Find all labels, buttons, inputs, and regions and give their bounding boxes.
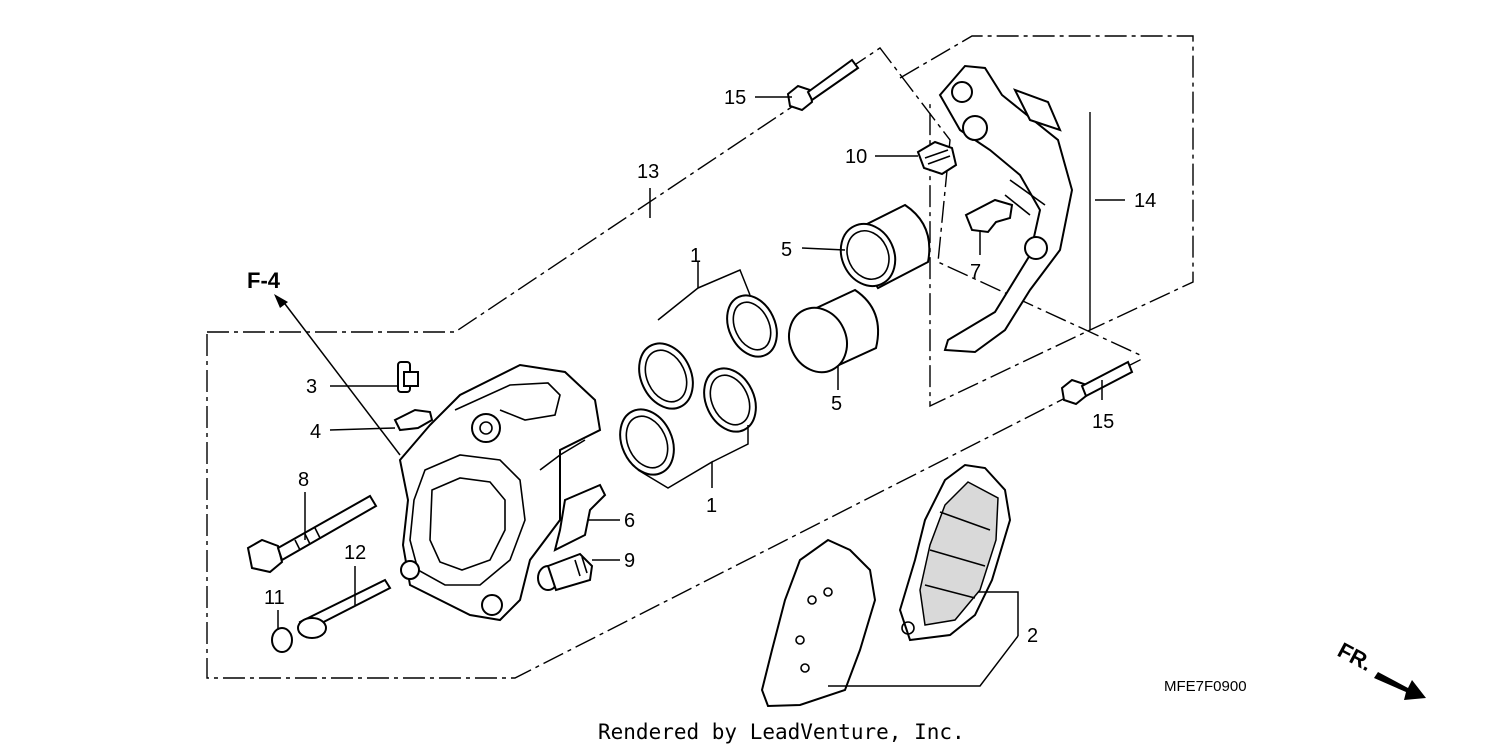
pistons <box>788 203 931 374</box>
diagram-code: MFE7F0900 <box>1164 678 1247 695</box>
pad-spring <box>553 483 607 552</box>
callout-13: 13 <box>637 161 659 183</box>
callout-11: 11 <box>264 587 285 609</box>
reference-label: F-4 <box>247 268 281 293</box>
callout-15-top: 15 <box>724 87 746 109</box>
bleeder-screw <box>916 140 958 176</box>
pad-retainer <box>964 198 1014 234</box>
render-credit: Rendered by LeadVenture, Inc. <box>598 720 965 744</box>
bracket-bolt-bottom <box>1060 360 1134 406</box>
pad-pin-plug <box>271 627 293 653</box>
callout-1-bottom: 1 <box>706 495 717 517</box>
callout-1-top: 1 <box>690 245 701 267</box>
callout-3: 3 <box>306 376 317 398</box>
callout-8: 8 <box>298 469 309 491</box>
assembly-14-boundary <box>899 35 1194 408</box>
caliper-body <box>398 363 602 622</box>
callout-4: 4 <box>310 421 321 443</box>
assembly-13-boundary <box>206 47 1141 679</box>
bleeder-valve <box>397 361 419 393</box>
callout-15-bottom: 15 <box>1092 411 1114 433</box>
leader-lines <box>274 96 1125 687</box>
callout-14: 14 <box>1134 190 1156 212</box>
piston-seals <box>619 294 778 476</box>
bracket-bolt-top <box>786 58 860 112</box>
direction-label: FR. <box>1334 637 1377 676</box>
callout-10: 10 <box>845 146 867 168</box>
callout-2: 2 <box>1027 625 1038 647</box>
front-direction-arrow <box>1374 672 1426 700</box>
callout-5-bottom: 5 <box>831 393 842 415</box>
callout-9: 9 <box>624 550 635 572</box>
brake-hose-joint <box>537 552 594 592</box>
caliper-bracket <box>938 64 1074 354</box>
callout-6: 6 <box>624 510 635 532</box>
pin-bolt <box>246 494 378 574</box>
pad-pin <box>297 578 392 639</box>
brake-pads <box>760 463 1012 708</box>
bleeder-cap <box>393 408 434 432</box>
callout-5-top: 5 <box>781 239 792 261</box>
callout-12: 12 <box>344 542 366 564</box>
callout-7: 7 <box>970 261 981 283</box>
